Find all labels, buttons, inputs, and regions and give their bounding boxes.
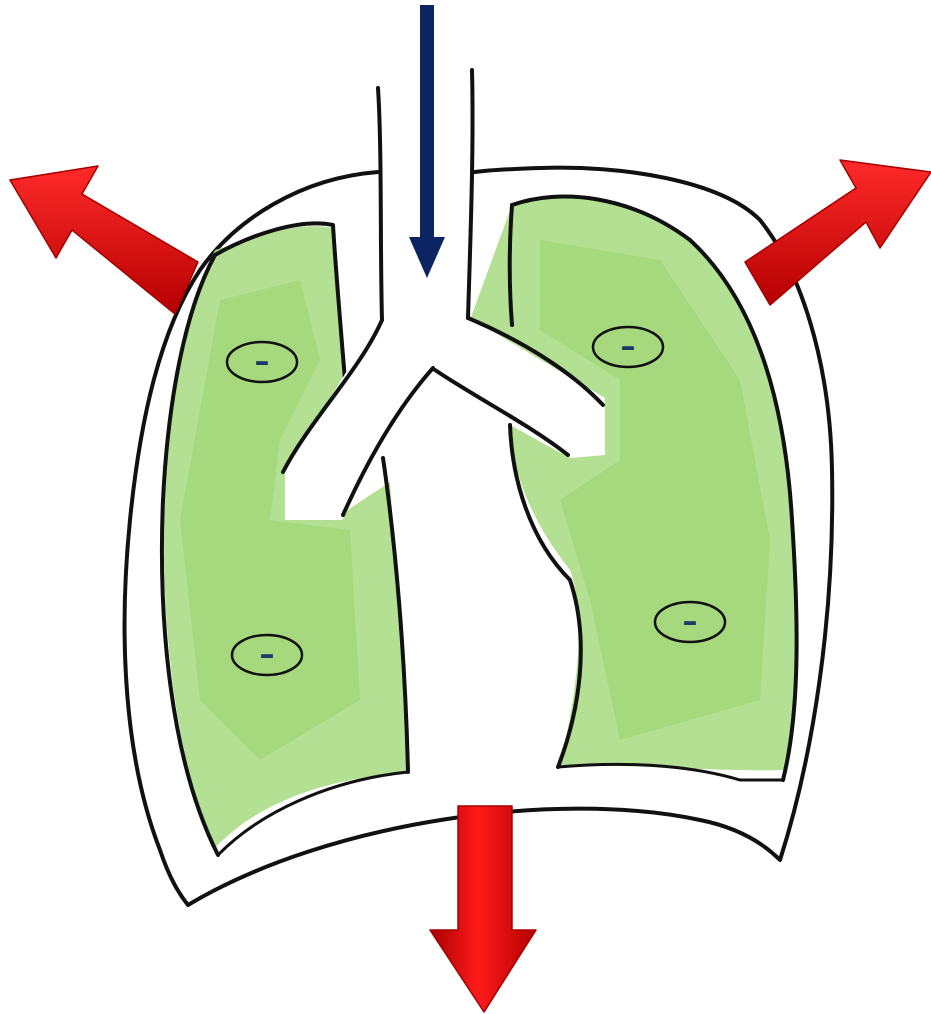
right-lung-inner-edge [510,205,512,325]
expansion-arrow-right [745,160,931,305]
expansion-arrow-left [10,166,198,314]
expansion-arrow-down [430,806,536,1012]
charge-sign-left-lower: – [260,638,275,673]
charge-sign-right-lower: – [683,605,698,640]
left-lung [164,226,410,848]
charge-sign-right-upper: – [621,330,636,365]
charge-sign-left-upper: – [255,345,270,380]
